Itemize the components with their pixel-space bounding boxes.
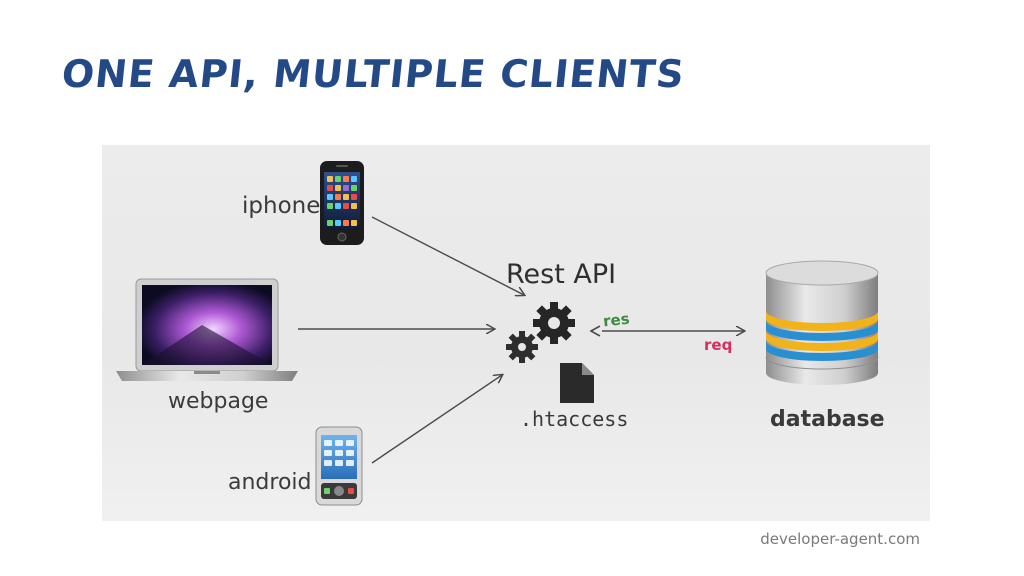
rest-api-label: Rest API (506, 259, 617, 290)
android-label: android (228, 470, 312, 495)
res-label: res (602, 309, 631, 331)
req-label: req (704, 336, 733, 354)
architecture-diagram: iphone webpage android Rest API res req … (102, 145, 930, 521)
gears-icon (506, 302, 575, 363)
laptop-icon (116, 278, 298, 381)
slide-title: ONE API, MULTIPLE CLIENTS (59, 52, 687, 96)
iphone-label: iphone (242, 193, 321, 219)
database-icon (765, 260, 879, 385)
arrow-api-database-bidirectional (589, 325, 744, 337)
file-icon (560, 363, 594, 403)
arrow-iphone-to-api (371, 216, 524, 295)
htaccess-label: .htaccess (520, 407, 629, 431)
arrow-android-to-api (371, 375, 502, 464)
iphone-icon (320, 161, 364, 245)
android-phone-icon (315, 426, 363, 506)
webpage-label: webpage (168, 389, 269, 414)
database-label: database (770, 407, 885, 432)
source-credit: developer-agent.com (760, 530, 920, 548)
diagram-graphics (116, 161, 879, 506)
